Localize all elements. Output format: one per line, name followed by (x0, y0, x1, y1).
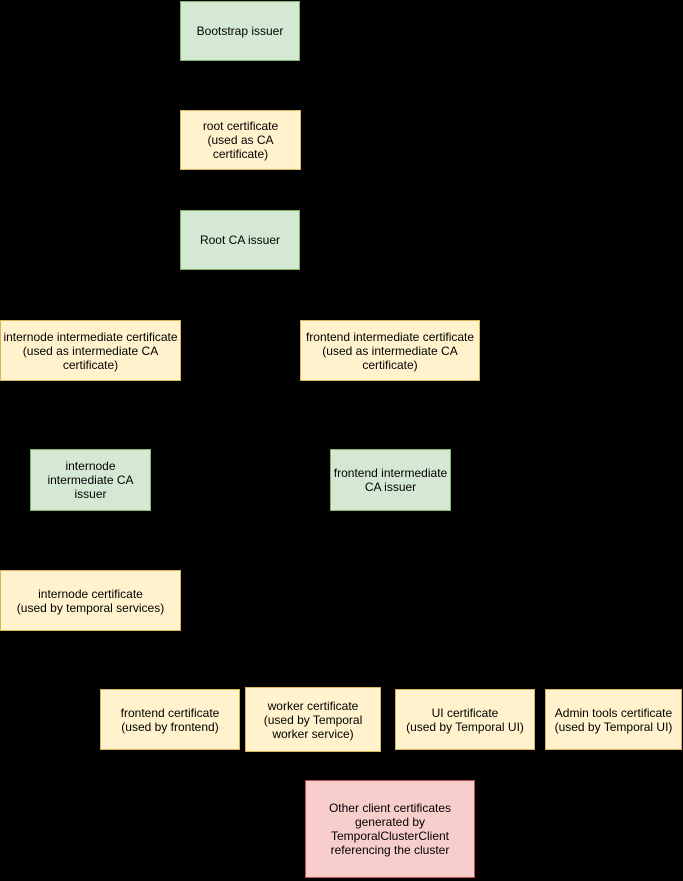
diagram-node-ui-certificate: UI certificate (used by Temporal UI) (395, 689, 535, 750)
diagram-node-bootstrap-issuer: Bootstrap issuer (180, 1, 300, 61)
diagram-node-internode-intermediate-certificate: internode intermediate certificate (used… (0, 320, 181, 381)
diagram-node-other-client-certificates: Other client certificates generated by T… (305, 780, 475, 878)
diagram-node-admin-tools-certificate: Admin tools certificate (used by Tempora… (545, 689, 682, 750)
diagram-node-worker-certificate: worker certificate (used by Temporal wor… (245, 687, 381, 752)
diagram-node-internode-intermediate-ca-issuer: internode intermediate CA issuer (30, 449, 151, 511)
diagram-node-frontend-intermediate-ca-issuer: frontend intermediate CA issuer (330, 449, 451, 511)
diagram-node-frontend-intermediate-certificate: frontend intermediate certificate (used … (300, 320, 480, 381)
diagram-node-root-ca-issuer: Root CA issuer (180, 210, 300, 270)
diagram-node-internode-certificate: internode certificate (used by temporal … (0, 570, 181, 631)
diagram-node-root-certificate: root certificate (used as CA certificate… (180, 110, 301, 170)
diagram-node-frontend-certificate: frontend certificate (used by frontend) (100, 689, 240, 750)
